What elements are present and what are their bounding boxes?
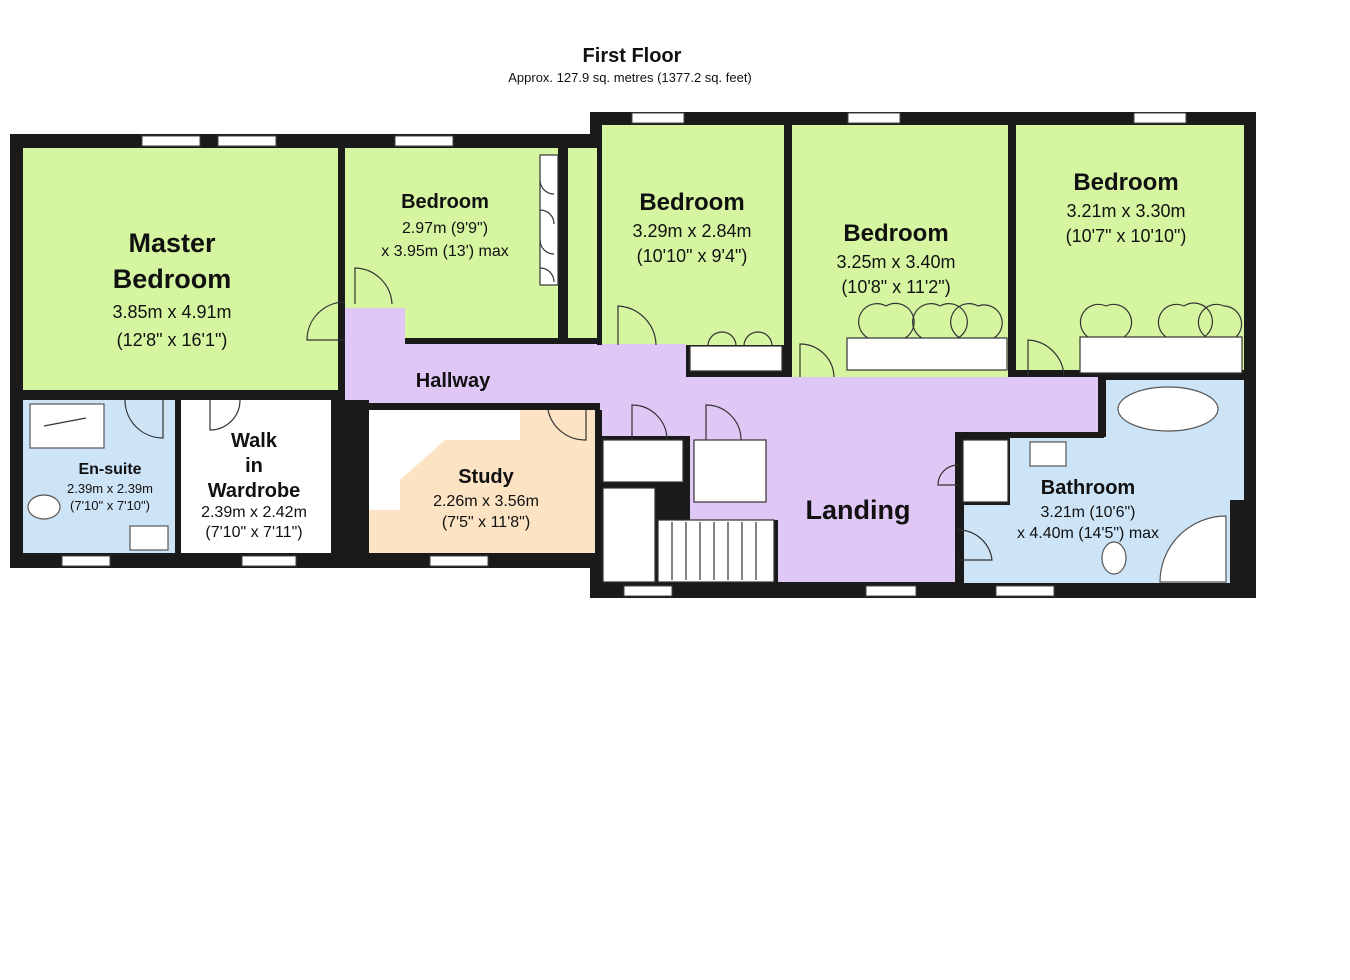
hallway-name: Hallway — [416, 370, 491, 392]
bedroom-2-dim-2: x 3.95m (13') max — [381, 243, 509, 260]
wardrobe-dim-imperial: (7'10" x 7'11") — [205, 524, 302, 541]
bedroom-5-dim-metric: 3.21m x 3.30m — [1066, 201, 1185, 221]
fixtures — [27, 386, 1227, 583]
bedroom-3: Bedroom 3.29m x 2.84m (10'10" x 9'4") — [632, 189, 751, 266]
bedroom-5-dim-imperial: (10'7" x 10'10") — [1066, 226, 1187, 246]
study-dim-metric: 2.26m x 3.56m — [433, 493, 539, 510]
bedroom-2-dim-1: 2.97m (9'9") — [402, 220, 488, 237]
shower-tray — [29, 403, 105, 449]
master-bedroom: Master Bedroom 3.85m x 4.91m (12'8" x 16… — [112, 228, 231, 350]
bedroom-2-name: Bedroom — [401, 191, 489, 213]
master-bedroom-area — [23, 148, 338, 390]
master-bedroom-name-2: Bedroom — [113, 264, 232, 294]
bedroom-5: Bedroom 3.21m x 3.30m (10'7" x 10'10") — [1066, 169, 1187, 246]
bedroom-4-area — [792, 125, 1008, 377]
bedroom-3-area — [602, 125, 784, 345]
bedroom-4-name: Bedroom — [843, 220, 948, 247]
bedroom-4-dim-imperial: (10'8" x 11'2") — [841, 277, 950, 297]
master-bedroom-name-1: Master — [128, 228, 216, 258]
bedroom-2: Bedroom 2.97m (9'9") x 3.95m (13') max — [381, 191, 509, 260]
study-name: Study — [458, 466, 514, 488]
hallway: Hallway — [416, 370, 491, 392]
ensuite-toilet — [27, 494, 61, 520]
en-suite: En-suite 2.39m x 2.39m (7'10" x 7'10") — [67, 461, 153, 513]
corner-shower — [1159, 515, 1227, 583]
master-bedroom-dim-metric: 3.85m x 4.91m — [112, 302, 231, 322]
floor-area: Approx. 127.9 sq. metres (1377.2 sq. fee… — [508, 70, 752, 85]
en-suite-name: En-suite — [78, 461, 141, 478]
en-suite-dim-imperial: (7'10" x 7'10") — [70, 498, 150, 513]
bathroom-basin — [1029, 441, 1067, 467]
study-dim-imperial: (7'5" x 11'8") — [442, 514, 530, 531]
doors — [124, 179, 1243, 561]
ensuite-basin — [129, 525, 169, 551]
walk-in-wardrobe-area — [181, 400, 331, 553]
wardrobe-name-3: Wardrobe — [208, 480, 301, 502]
windows — [61, 112, 1187, 597]
bathroom-name: Bathroom — [1041, 477, 1135, 499]
staircase — [657, 519, 775, 583]
study-cupboard — [369, 410, 520, 510]
wardrobe-name-2: in — [245, 455, 263, 477]
bedroom-4: Bedroom 3.25m x 3.40m (10'8" x 11'2") — [836, 220, 955, 297]
bathroom-toilet — [1101, 541, 1127, 575]
bathroom-dim-2: x 4.40m (14'5") max — [1017, 525, 1159, 542]
bathtub — [1117, 386, 1219, 432]
walk-in-wardrobe: Walk in Wardrobe 2.39m x 2.42m (7'10" x … — [201, 430, 307, 541]
wardrobe-name-1: Walk — [231, 430, 278, 452]
en-suite-dim-metric: 2.39m x 2.39m — [67, 481, 153, 496]
bathroom-dim-1: 3.21m (10'6") — [1041, 504, 1136, 521]
bedroom-5-name: Bedroom — [1073, 169, 1178, 196]
bedroom-3-name: Bedroom — [639, 189, 744, 216]
bedroom-3-dim-metric: 3.29m x 2.84m — [632, 221, 751, 241]
bedroom-3-dim-imperial: (10'10" x 9'4") — [637, 246, 748, 266]
master-bedroom-dim-imperial: (12'8" x 16'1") — [117, 330, 228, 350]
study: Study 2.26m x 3.56m (7'5" x 11'8") — [433, 466, 539, 531]
landing: Landing — [806, 495, 911, 525]
bedroom-5-area — [1016, 125, 1244, 370]
wardrobe-dim-metric: 2.39m x 2.42m — [201, 504, 307, 521]
built-in-cupboards — [539, 154, 1243, 583]
landing-name: Landing — [806, 495, 911, 525]
floor-title: First Floor — [583, 45, 682, 67]
bedroom-4-dim-metric: 3.25m x 3.40m — [836, 252, 955, 272]
bathroom: Bathroom 3.21m (10'6") x 4.40m (14'5") m… — [1017, 477, 1159, 542]
